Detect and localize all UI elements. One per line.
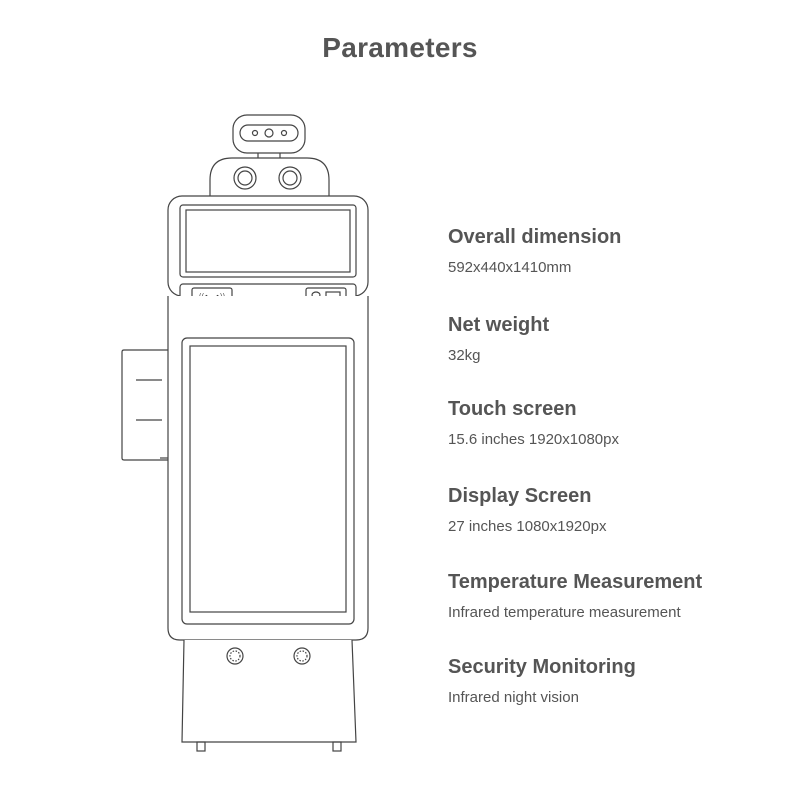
page-title: Parameters [322, 32, 478, 63]
param-display-screen: Display Screen 27 inches 1080x1920px [448, 485, 788, 535]
parameter-list: Overall dimension 592x440x1410mm Net wei… [448, 0, 788, 800]
param-overall-dimension: Overall dimension 592x440x1410mm [448, 226, 788, 276]
touch-screen-unit [167, 195, 369, 297]
kiosk-illustration: ((•—•)) [121, 114, 369, 752]
param-label: Display Screen [448, 485, 592, 507]
param-value: 15.6 inches 1920x1080px [448, 431, 619, 448]
param-label: Touch screen [448, 398, 577, 420]
param-value: 592x440x1410mm [448, 259, 572, 276]
param-temperature-measurement: Temperature Measurement Infrared tempera… [448, 571, 788, 621]
camera-icon [264, 128, 274, 138]
param-value: Infrared night vision [448, 689, 579, 706]
param-label: Overall dimension [448, 226, 622, 248]
thermal-sensor-module [209, 157, 330, 201]
main-body [167, 296, 369, 641]
speaker-icon [226, 647, 244, 665]
param-label: Security Monitoring [448, 656, 636, 678]
param-value: Infrared temperature measurement [448, 604, 681, 621]
param-label: Net weight [448, 314, 550, 336]
param-label: Temperature Measurement [448, 571, 703, 593]
param-security-monitoring: Security Monitoring Infrared night visio… [448, 656, 788, 706]
param-net-weight: Net weight 32kg [448, 314, 788, 364]
param-touch-screen: Touch screen 15.6 inches 1920x1080px [448, 398, 788, 448]
camera-head [232, 114, 306, 160]
speaker-icon [293, 647, 311, 665]
param-value: 32kg [448, 347, 481, 364]
param-value: 27 inches 1080x1920px [448, 518, 607, 535]
pedestal [181, 639, 357, 752]
side-module [121, 349, 168, 461]
